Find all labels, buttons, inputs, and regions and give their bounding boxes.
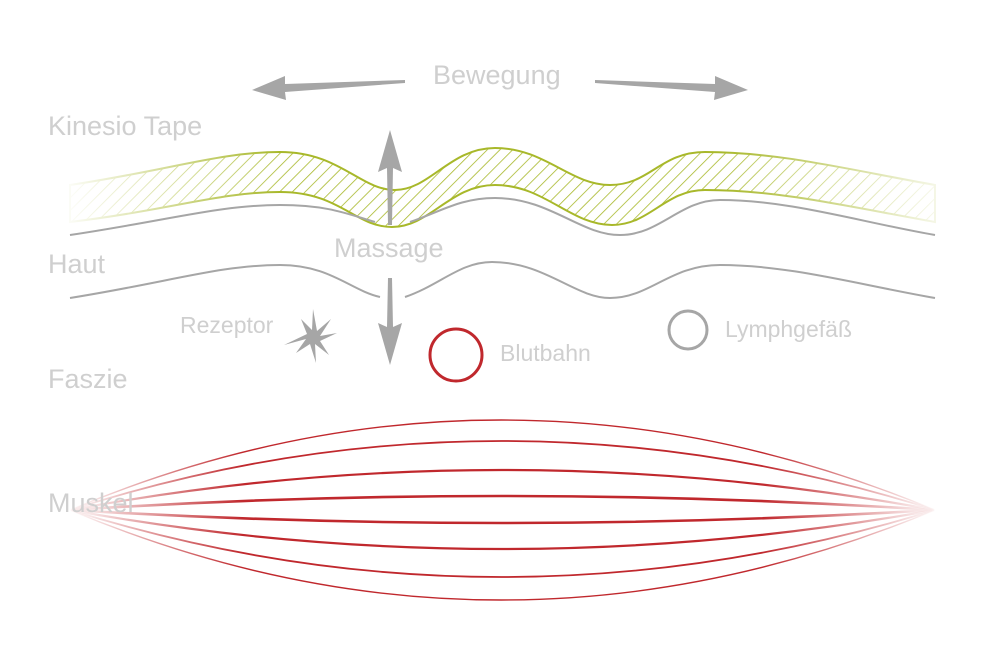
massage-arrow-up xyxy=(378,130,402,225)
lymph-label: Lymphgefäß xyxy=(725,316,852,342)
fascia-label: Faszie xyxy=(48,364,128,394)
lymph-vessel-circle-icon xyxy=(667,309,709,351)
muscle-label: Muskel xyxy=(48,488,134,518)
receptor-label: Rezeptor xyxy=(180,312,274,338)
skin-line-top xyxy=(69,196,936,237)
muscle-fiber xyxy=(69,509,936,601)
massage-label: Massage xyxy=(334,233,444,263)
movement-label: Bewegung xyxy=(433,60,561,90)
muscle-fiber xyxy=(69,509,936,578)
muscle-fiber xyxy=(69,440,936,511)
massage-arrow-down xyxy=(378,278,402,365)
skin-label: Haut xyxy=(48,249,106,279)
receptor-star-icon xyxy=(284,309,337,363)
muscle-fibers xyxy=(69,419,936,601)
bloodstream-circle-icon xyxy=(428,327,484,383)
muscle-fiber xyxy=(69,508,936,551)
muscle-fiber xyxy=(69,419,936,511)
muscle-fiber xyxy=(69,494,936,512)
movement-arrow-right xyxy=(595,76,748,100)
muscle-fiber xyxy=(69,508,936,525)
kinesio-tape-band xyxy=(60,140,940,240)
skin-line-bottom xyxy=(69,260,936,300)
tape-label: Kinesio Tape xyxy=(48,111,203,141)
movement-arrow-left xyxy=(252,76,405,100)
muscle-fiber xyxy=(69,468,936,512)
bloodstream-label: Blutbahn xyxy=(500,340,591,366)
